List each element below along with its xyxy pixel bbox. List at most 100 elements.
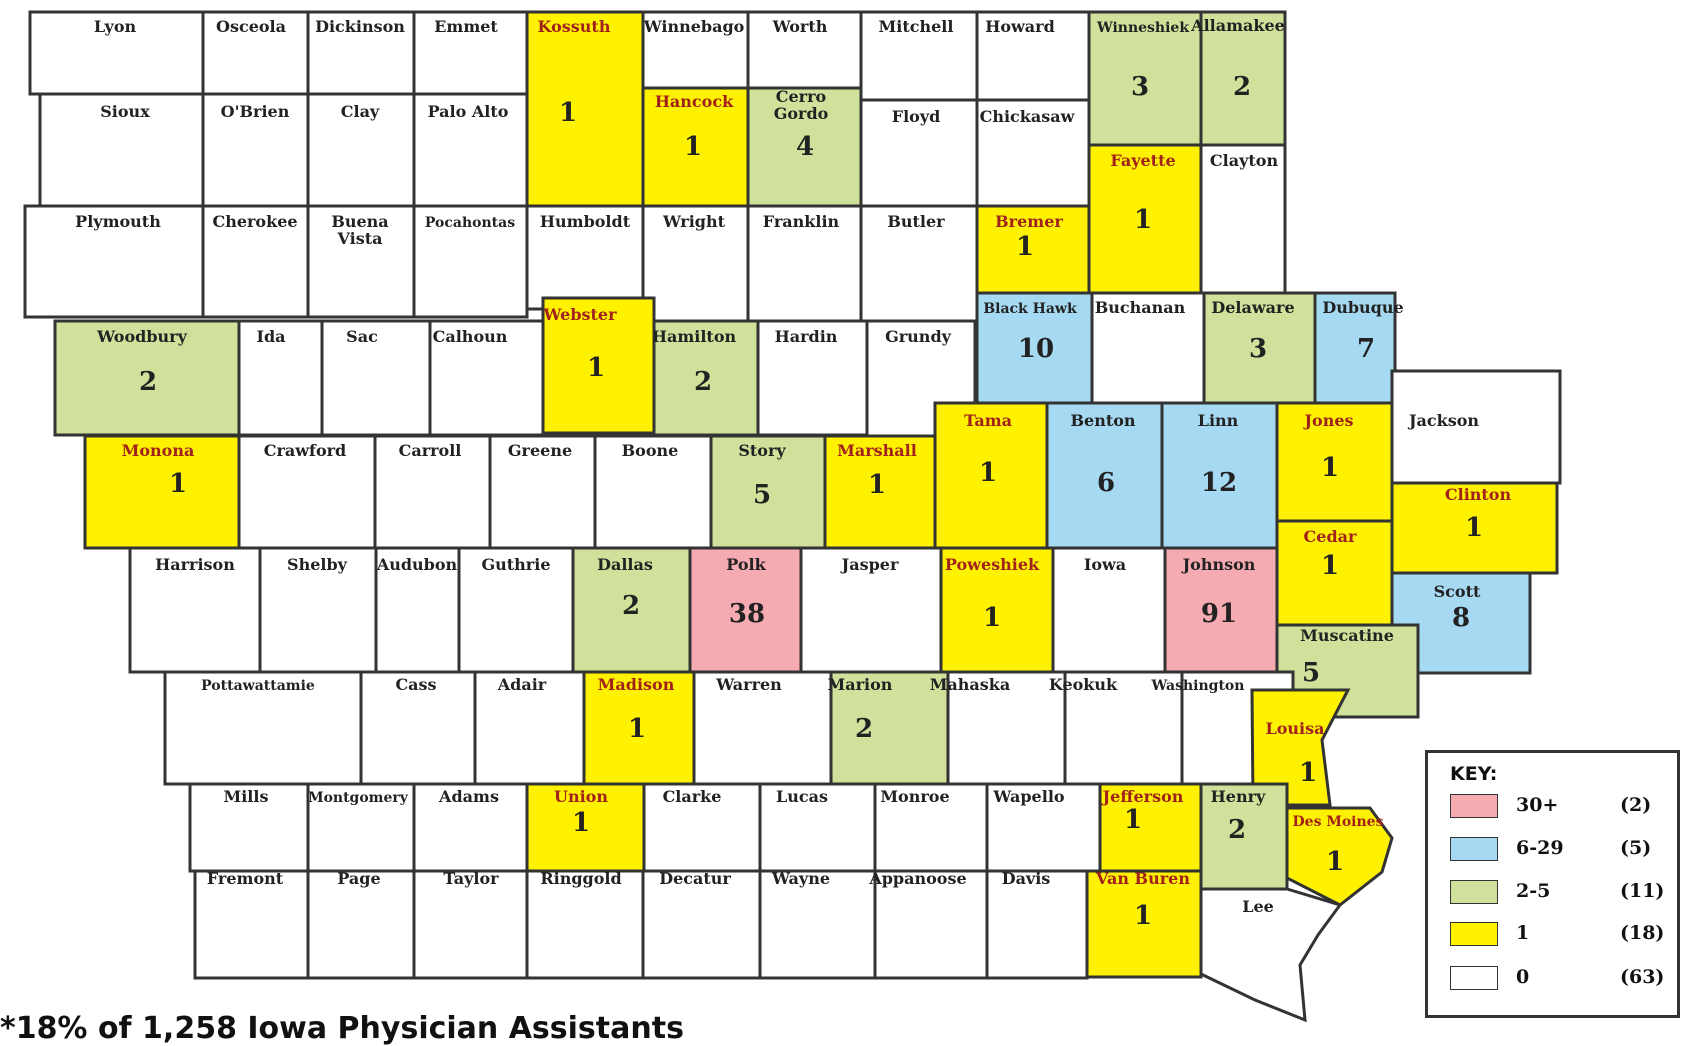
- county-keokuk: [1063, 670, 1184, 786]
- county-butler: [859, 204, 979, 323]
- county-name-label: Black Hawk: [983, 301, 1077, 317]
- county-appanoose: [873, 869, 989, 980]
- county-name-label: Washington: [1151, 678, 1245, 694]
- county-name-label: Buchanan: [1095, 298, 1186, 317]
- legend-label: 30+: [1516, 794, 1559, 816]
- county-value-label: 1: [1124, 805, 1142, 835]
- county-name-label: Marion: [828, 675, 893, 694]
- county-name-label: Greene: [508, 441, 572, 460]
- county-webster: [541, 296, 656, 435]
- county-story: [709, 434, 827, 550]
- county-name-label: Butler: [887, 212, 945, 231]
- county-name-label: Cedar: [1304, 527, 1357, 546]
- county-value-label: 3: [1131, 72, 1149, 102]
- county-name-label: Mitchell: [879, 17, 954, 36]
- county-name-label: Dallas: [597, 555, 653, 574]
- county-hardin: [756, 319, 869, 437]
- county-davis: [985, 869, 1089, 980]
- county-monona: [83, 434, 241, 550]
- county-name-label: Mills: [224, 787, 269, 806]
- county-lyon: [28, 10, 205, 96]
- county-value-label: 5: [1302, 658, 1320, 688]
- county-name-label: Des Moines: [1293, 814, 1384, 830]
- county-name-label: Woodbury: [96, 327, 187, 346]
- county-name-label: Winnebago: [643, 17, 745, 36]
- county-jackson: [1390, 369, 1562, 485]
- county-value-label: 1: [1134, 205, 1152, 235]
- legend-label: 6-29: [1516, 837, 1564, 859]
- county-name-label: Howard: [985, 17, 1055, 36]
- county-name-label: Dickinson: [315, 17, 405, 36]
- county-name-label: Louisa: [1265, 719, 1324, 738]
- county-name-label: Monona: [122, 441, 195, 460]
- county-name-label: Worth: [772, 17, 828, 36]
- county-value-label: 1: [1299, 758, 1317, 788]
- county-name-label: Sioux: [100, 102, 150, 121]
- map-legend: KEY: 30+ (2) 6-29 (5) 2-5 (11) 1 (18) 0 …: [1425, 750, 1680, 1018]
- county-van-buren: [1085, 869, 1203, 979]
- county-name-label: Crawford: [264, 441, 346, 460]
- county-mills: [188, 782, 310, 873]
- county-osceola: [201, 10, 310, 96]
- county-clarke: [642, 782, 762, 873]
- legend-swatch-6-29: [1450, 837, 1498, 861]
- county-name-label: Taylor: [443, 869, 499, 888]
- legend-row-2-5: 2-5 (11): [1450, 877, 1675, 905]
- county-name-label: Calhoun: [433, 327, 508, 346]
- county-value-label: 1: [1321, 453, 1339, 483]
- county-lucas: [758, 782, 877, 873]
- county-wayne: [758, 869, 877, 980]
- county-name-label: Cherokee: [212, 212, 297, 231]
- county-name-label: Adams: [438, 787, 499, 806]
- county-clinton: [1390, 481, 1559, 575]
- county-name-label: Wright: [662, 212, 726, 231]
- county-name-label: Hamilton: [652, 327, 737, 346]
- county-carroll: [373, 434, 492, 550]
- county-jones: [1275, 401, 1394, 523]
- county-value-label: 1: [1465, 513, 1483, 543]
- county-name-label: Plymouth: [75, 212, 161, 231]
- county-name-label: Palo Alto: [428, 102, 509, 121]
- legend-count: (18): [1620, 922, 1665, 944]
- county-chickasaw: [975, 98, 1091, 208]
- county-value-label: 2: [1228, 815, 1246, 845]
- county-value-label: 1: [628, 714, 646, 744]
- county-marion: [829, 670, 950, 786]
- legend-label: 2-5: [1516, 880, 1551, 902]
- county-tama: [933, 401, 1049, 550]
- county-audubon: [374, 546, 461, 674]
- county-name-label: Adair: [497, 675, 547, 694]
- county-name-label: Cass: [395, 675, 436, 694]
- county-name-label: Carroll: [399, 441, 462, 460]
- county-name-label: Boone: [622, 441, 679, 460]
- county-name-label: Hardin: [775, 327, 838, 346]
- county-value-label: 1: [1321, 551, 1339, 581]
- county-value-label: 1: [868, 470, 886, 500]
- county-name-label: Tama: [964, 411, 1012, 430]
- footnote: *18% of 1,258 Iowa Physician Assistants: [0, 1011, 684, 1046]
- county-name-label: Page: [337, 869, 380, 888]
- county-hancock: [641, 86, 750, 208]
- county-plymouth: [23, 204, 205, 319]
- legend-label: 1: [1516, 922, 1530, 944]
- county-name-label: Linn: [1198, 411, 1239, 430]
- county-cass: [359, 670, 477, 786]
- county-value-label: 1: [983, 603, 1001, 633]
- county-page: [306, 869, 416, 980]
- county-shapes: [23, 10, 1562, 1023]
- county-des-moines: [1285, 806, 1394, 907]
- county-value-label: 1: [1326, 847, 1344, 877]
- county-value-label: 1: [979, 458, 997, 488]
- county-name-label: Clinton: [1445, 485, 1512, 504]
- county-name-label: Ida: [256, 327, 285, 346]
- county-name-label: Van Buren: [1095, 869, 1190, 888]
- county-bremer: [975, 204, 1091, 295]
- legend-row-30-plus: 30+ (2): [1450, 791, 1675, 819]
- county-value-label: 1: [587, 353, 605, 383]
- legend-title: KEY:: [1450, 763, 1498, 785]
- county-name-label: Warren: [715, 675, 782, 694]
- county-scott: [1390, 571, 1532, 675]
